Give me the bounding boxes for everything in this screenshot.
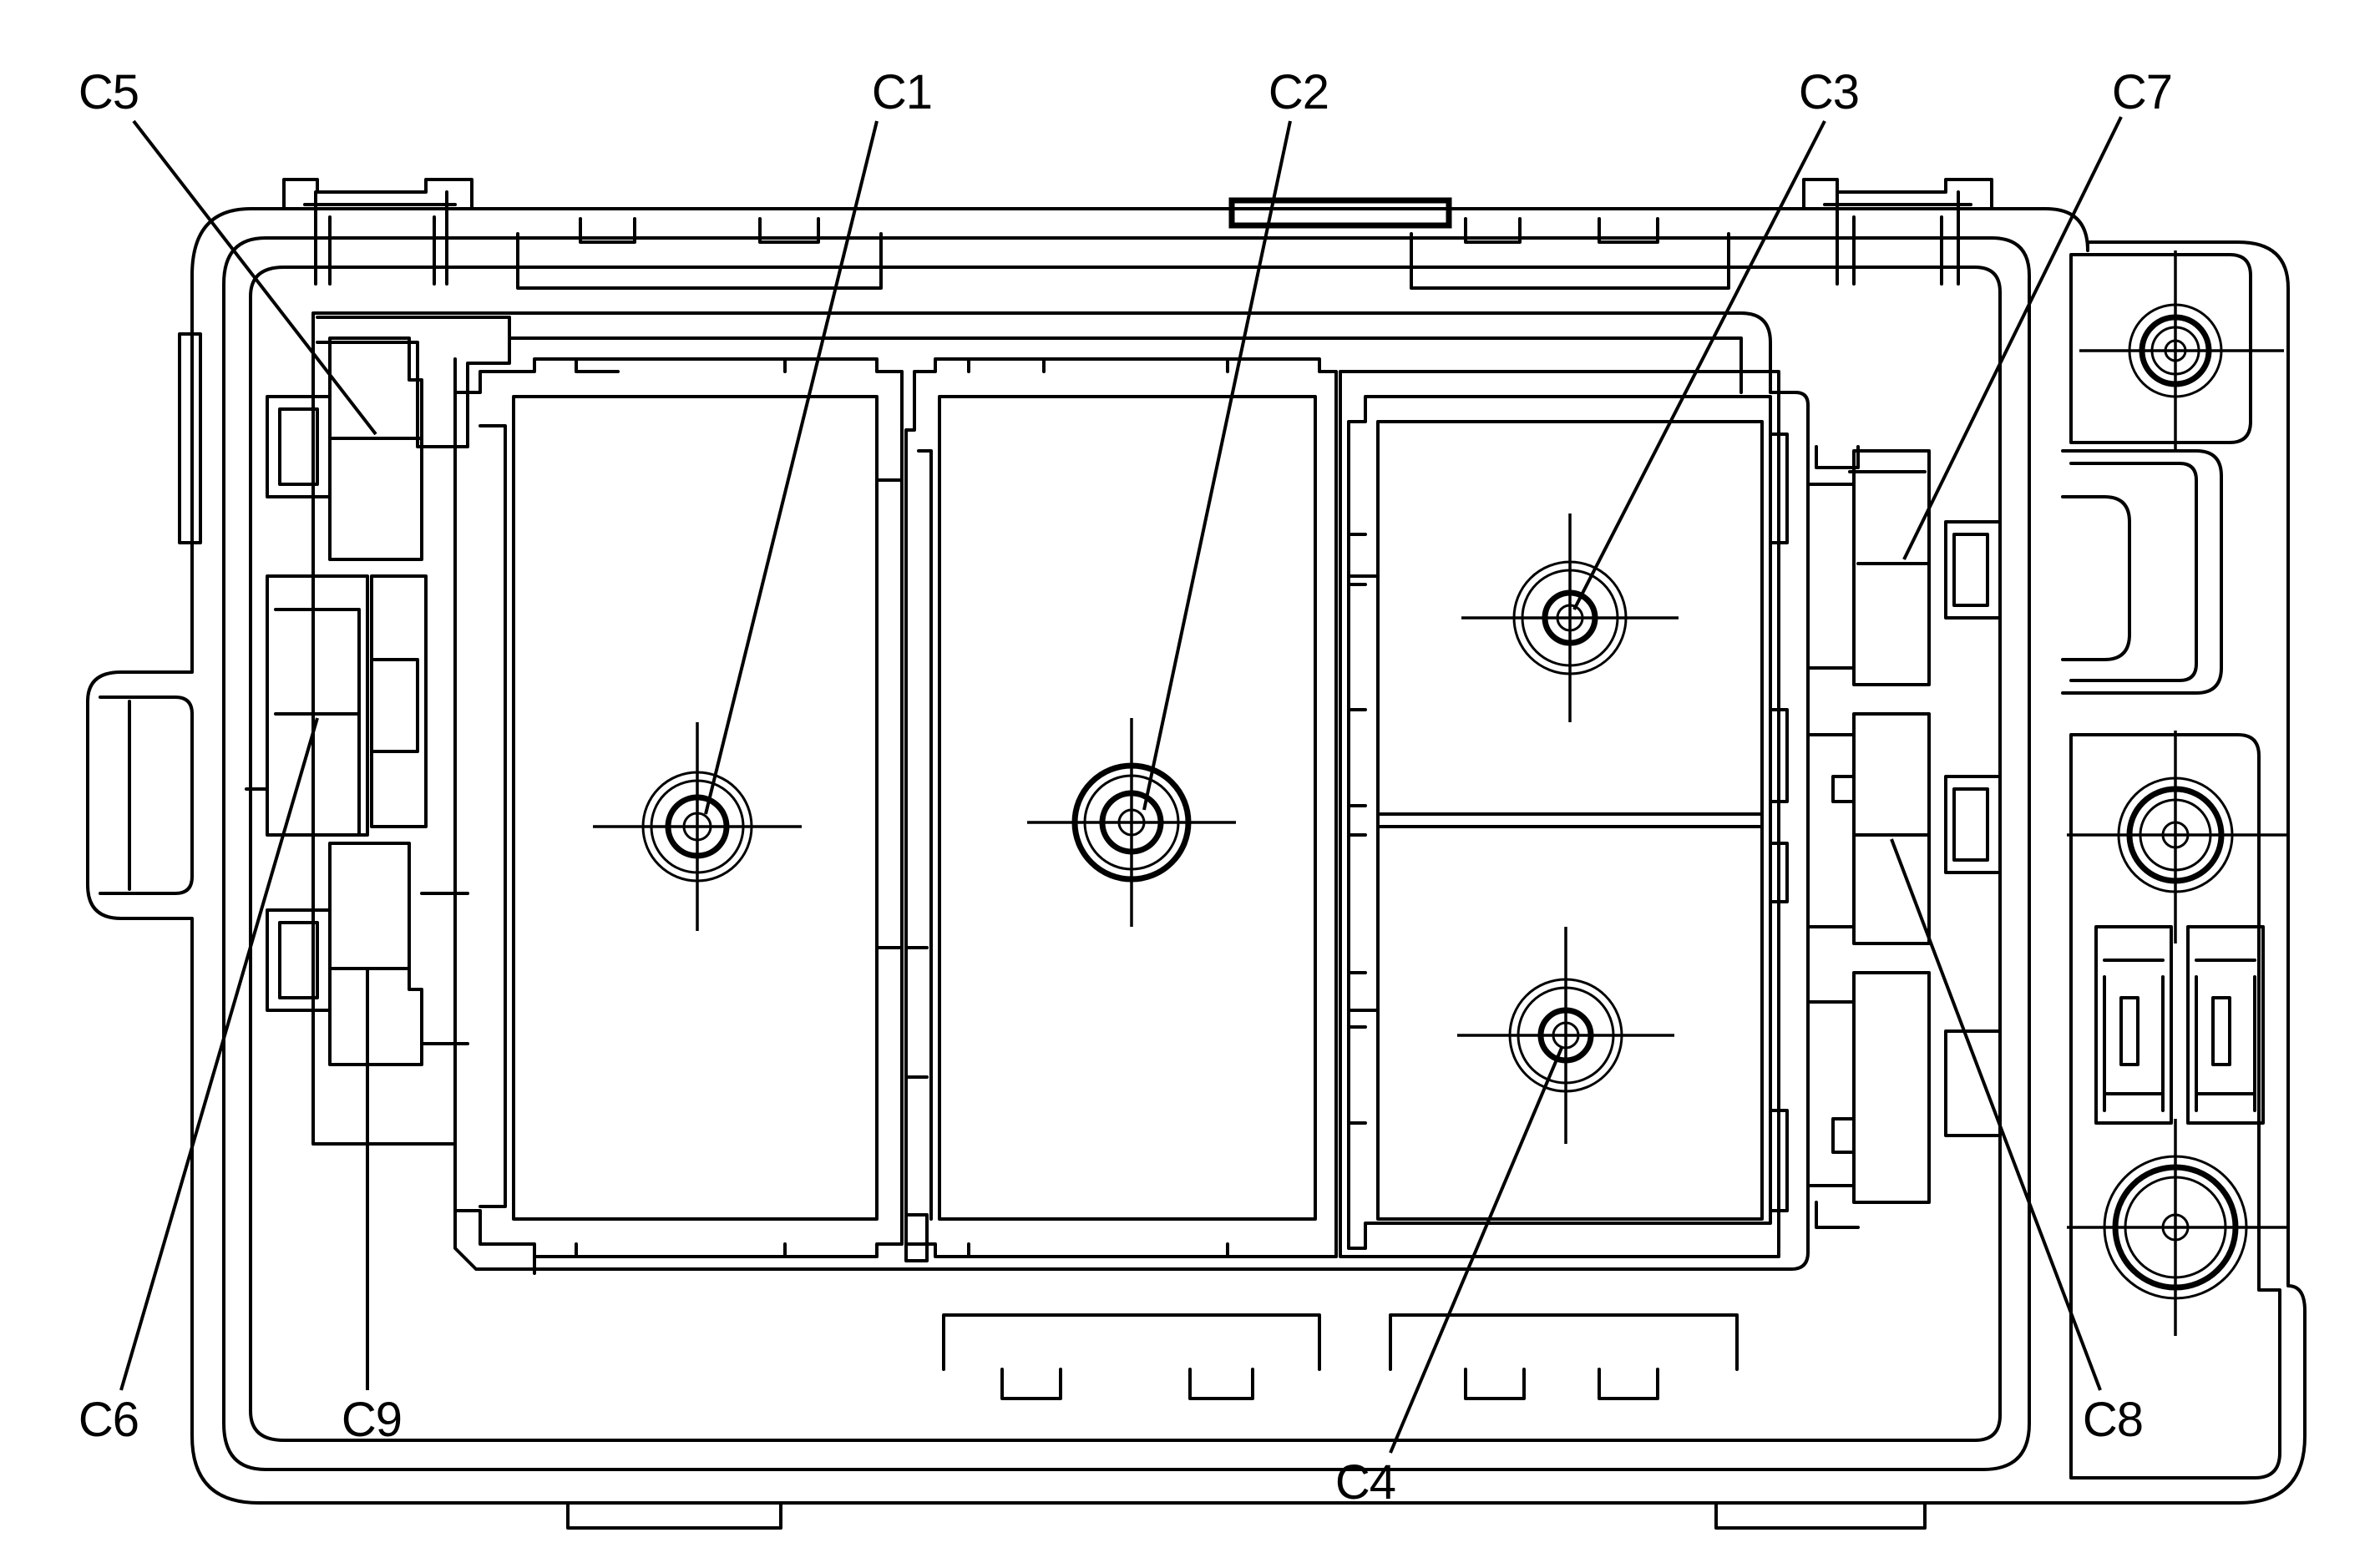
leader-c1 <box>704 120 879 815</box>
label-c9: C9 <box>342 1393 402 1447</box>
bottom-clips <box>566 1313 1927 1530</box>
housing-outline <box>86 207 2307 1505</box>
leader-c5 <box>132 119 377 436</box>
leader-c2 <box>1142 120 1292 811</box>
c2-module <box>904 357 1338 1262</box>
stud-right-top <box>2079 250 2284 451</box>
stud-c4 <box>1457 927 1674 1144</box>
label-c7: C7 <box>2112 65 2172 119</box>
leader-c4 <box>1389 1047 1563 1454</box>
right-stud-pods <box>2061 253 2281 1480</box>
c1-module <box>453 357 904 1275</box>
c3-c4-module <box>1339 370 1789 1258</box>
main-frame <box>311 311 1810 1271</box>
top-clips <box>282 178 1993 290</box>
stud-c3 <box>1461 513 1679 722</box>
label-c1: C1 <box>872 65 932 119</box>
label-c6: C6 <box>78 1393 139 1447</box>
label-c8: C8 <box>2083 1393 2143 1447</box>
label-c5: C5 <box>78 65 139 119</box>
label-c3: C3 <box>1799 65 1859 119</box>
leader-c7 <box>1902 116 2123 560</box>
leader-c6 <box>119 717 319 1391</box>
stud-c1 <box>593 722 802 931</box>
stud-c2 <box>1027 718 1236 927</box>
stud-right-middle <box>2067 731 2288 943</box>
right-connector-bay <box>1806 445 2002 1229</box>
left-connector-bay <box>245 316 511 1066</box>
leader-c8 <box>1890 838 2102 1391</box>
leader-lines <box>119 116 2123 1454</box>
label-c2: C2 <box>1268 65 1329 119</box>
stud-right-bottom <box>2067 1119 2288 1336</box>
connector-labels: C1 C2 C3 C4 C5 C6 C7 C8 C9 <box>78 65 2173 1510</box>
leader-c3 <box>1572 120 1826 610</box>
label-c4: C4 <box>1335 1455 1395 1510</box>
